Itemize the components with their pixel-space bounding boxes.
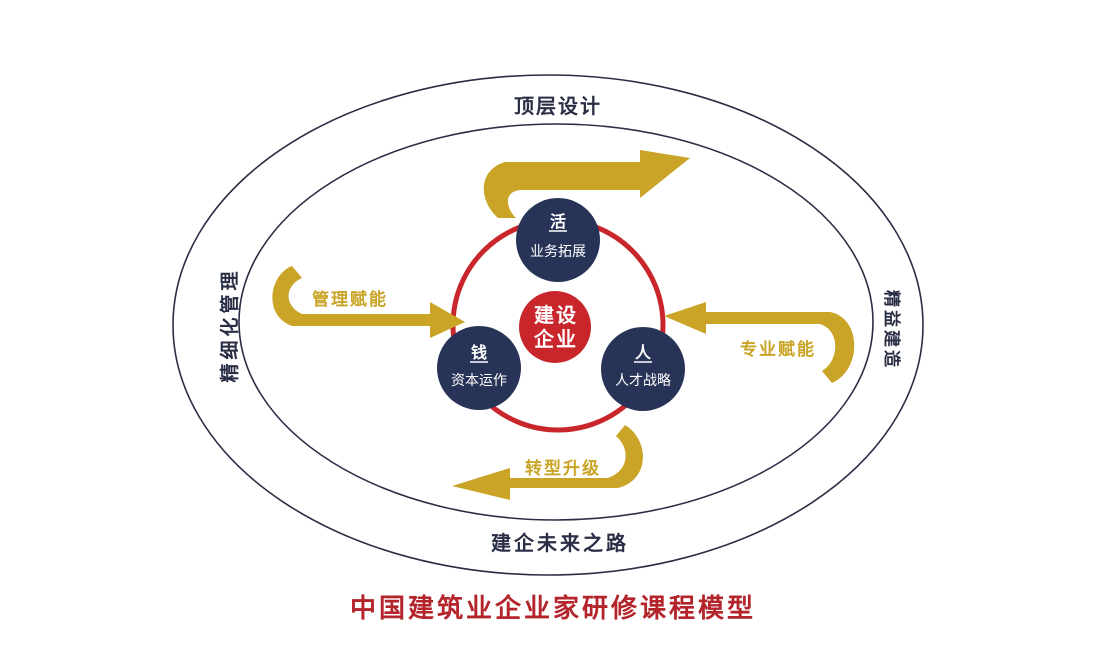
core-node: 建设 企业 <box>519 291 591 363</box>
arrow-label-left: 管理赋能 <box>312 289 388 310</box>
arrow-label-right: 专业赋能 <box>740 339 816 360</box>
node-right: 人 人才战略 <box>601 327 685 411</box>
inner-ellipse <box>238 123 874 521</box>
ring-label-right: 精益建造 <box>881 290 902 370</box>
node-left-subtitle: 资本运作 <box>451 373 507 389</box>
arrow-left <box>272 266 465 338</box>
node-left: 钱 资本运作 <box>437 326 521 410</box>
core-line1: 建设 <box>534 303 578 327</box>
arrow-right <box>664 302 855 383</box>
outer-ellipse <box>172 74 924 576</box>
node-left-title: 钱 <box>471 343 487 362</box>
arrow-top <box>483 150 690 218</box>
ring-label-top: 顶层设计 <box>514 94 602 118</box>
diagram-caption: 中国建筑业企业家研修课程模型 <box>350 593 756 624</box>
ring-label-left: 精细化管理 <box>218 267 241 382</box>
node-right-subtitle: 人才战略 <box>615 373 671 389</box>
ring-label-bottom: 建企未来之路 <box>491 531 629 555</box>
arrow-bottom <box>452 425 643 500</box>
core-line2: 企业 <box>533 327 578 351</box>
node-right-title: 人 <box>635 343 652 362</box>
node-top: 活 业务拓展 <box>516 198 600 282</box>
arrow-label-top: 战略引领 <box>525 168 605 190</box>
node-top-subtitle: 业务拓展 <box>530 244 586 260</box>
node-top-title: 活 <box>550 212 566 231</box>
arrow-label-bottom: 转型升级 <box>525 458 601 479</box>
